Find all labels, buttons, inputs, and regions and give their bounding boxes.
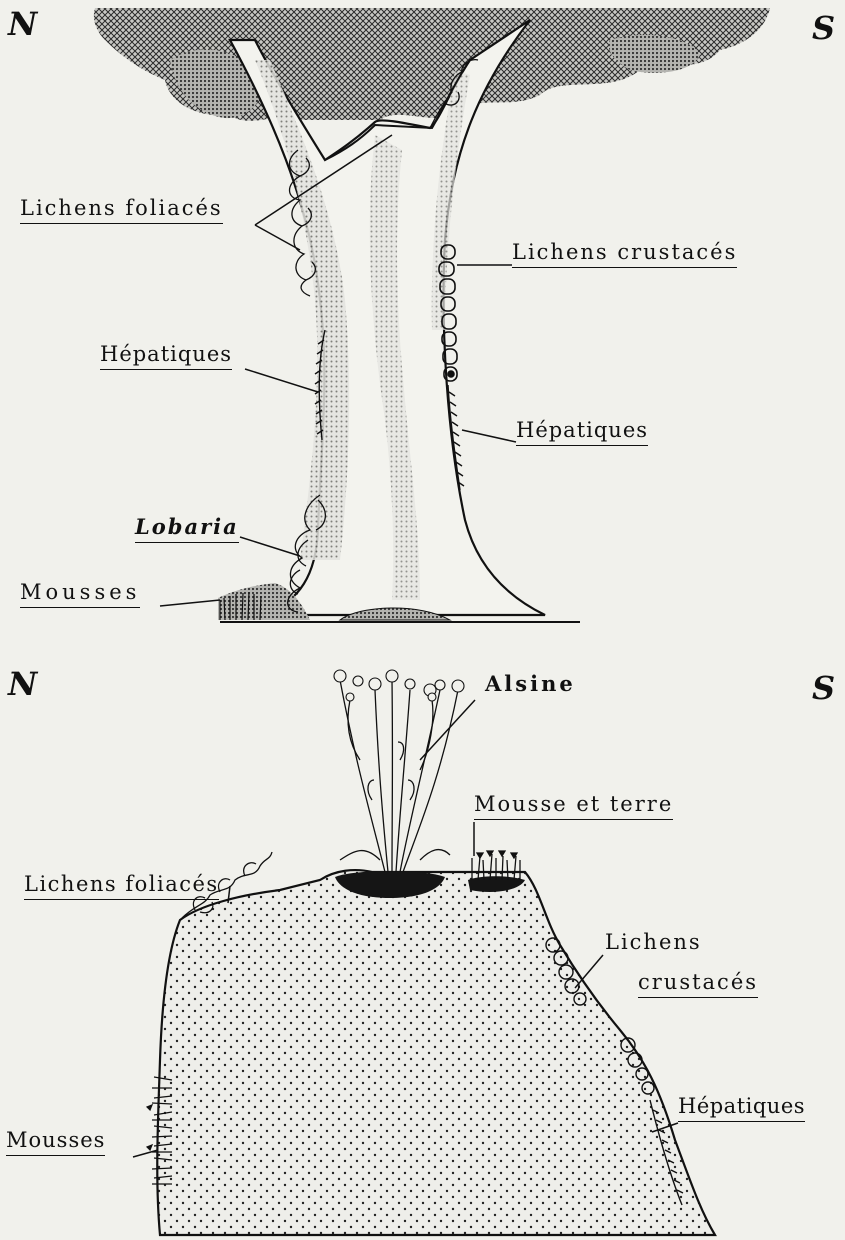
alsine-plant (340, 680, 458, 872)
south-label-bottom: S (812, 672, 835, 704)
rock-body (157, 870, 715, 1235)
north-label-top: N (8, 8, 37, 40)
label-lichens-crustaces: Lichens crustacés (512, 240, 737, 268)
label-mousses-rock: Mousses (6, 1128, 105, 1156)
alsine-flowers (334, 670, 464, 701)
south-label-top: S (812, 12, 835, 44)
moss-patch (218, 583, 310, 620)
label-lichens-foliaces-rock: Lichens foliacés (24, 872, 219, 900)
label-lichens-foliaces: Lichens foliacés (20, 196, 223, 224)
label-mousses-tree: Mousses (20, 580, 140, 608)
label-alsine: Alsine (485, 672, 576, 699)
label-hepatiques-left: Hépatiques (100, 342, 232, 370)
canopy-foliage (94, 8, 770, 121)
label-lichens-rock: Lichens (605, 930, 702, 957)
label-hepatiques-rock: Hépatiques (678, 1094, 805, 1122)
label-lobaria: Lobaria (135, 515, 239, 543)
label-hepatiques-right: Hépatiques (516, 418, 648, 446)
north-label-bottom: N (8, 668, 37, 700)
label-mousse-et-terre: Mousse et terre (474, 792, 673, 820)
label-crustaces-rock: crustacés (638, 970, 758, 998)
